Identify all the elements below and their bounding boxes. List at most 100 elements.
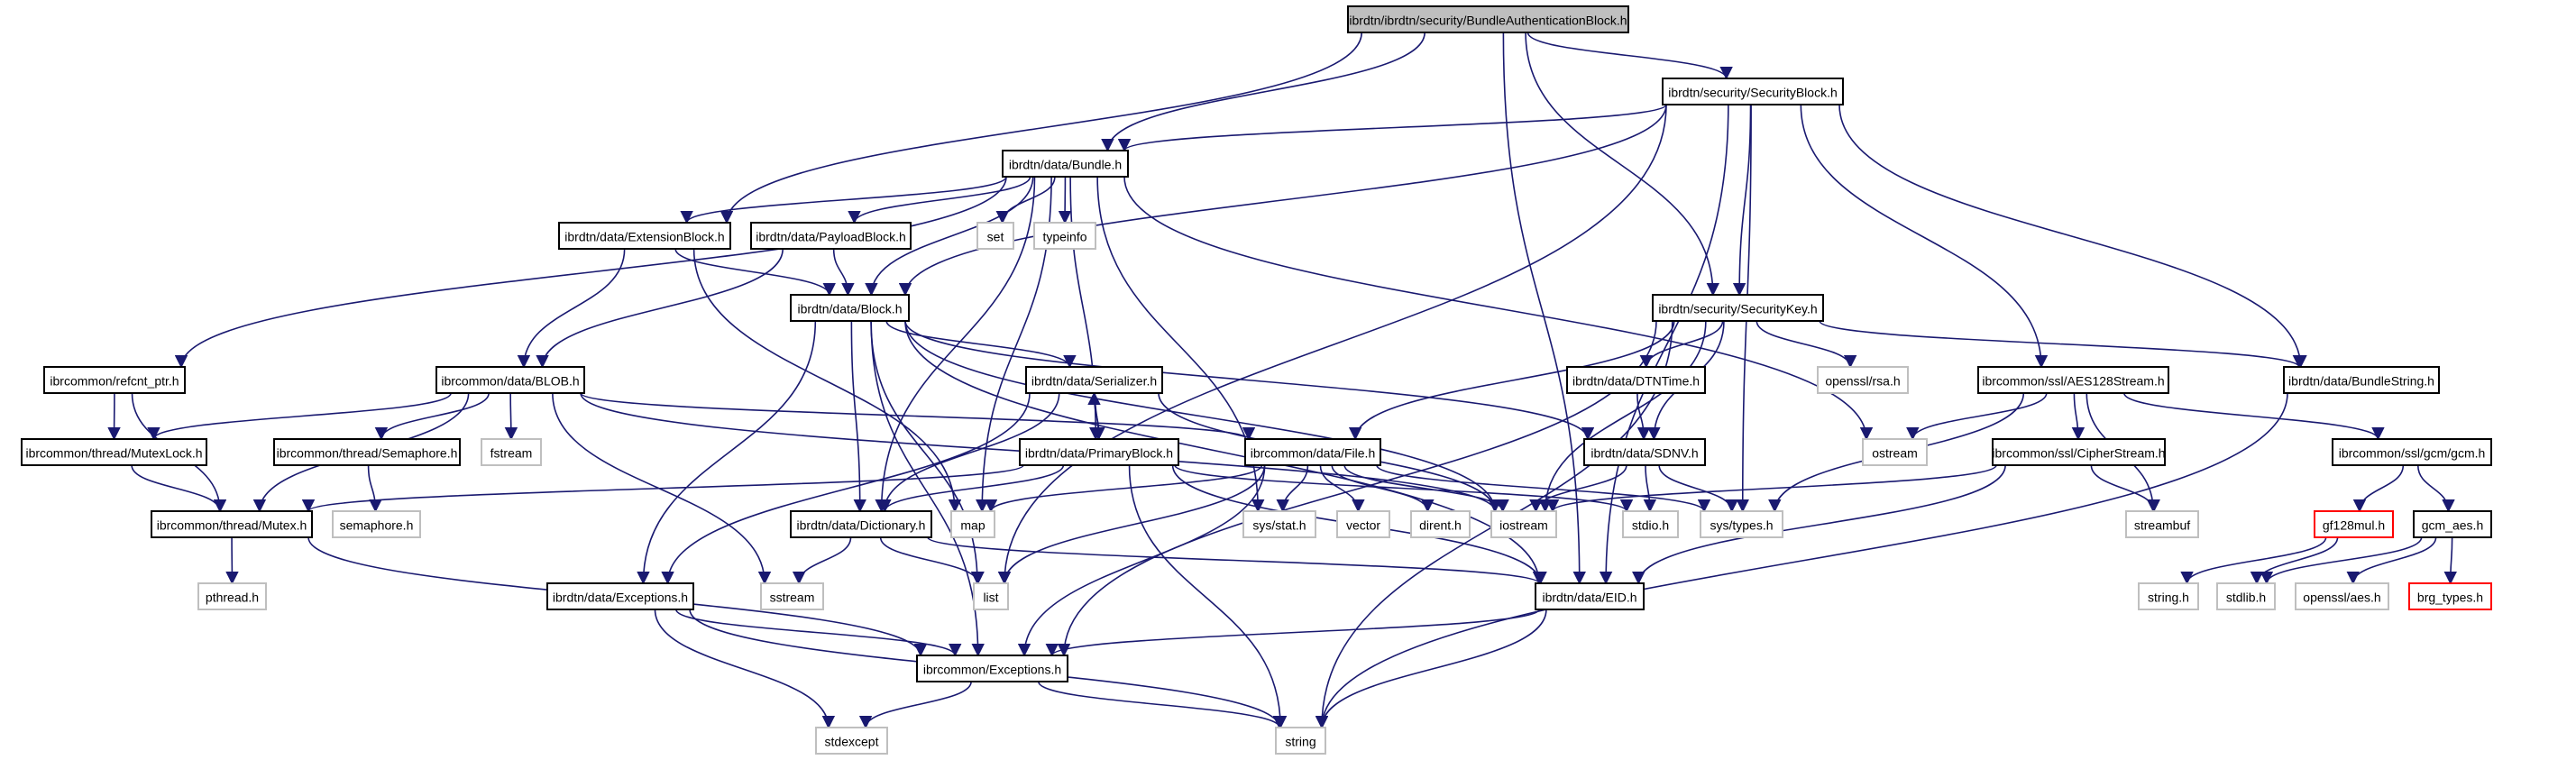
node-mutexlock[interactable]: ibrcommon/thread/MutexLock.h bbox=[21, 438, 207, 466]
node-label: openssl/rsa.h bbox=[1825, 374, 1900, 389]
node-blob[interactable]: ibrcommon/data/BLOB.h bbox=[435, 366, 585, 394]
node-box bbox=[2283, 366, 2440, 394]
node-semaphore[interactable]: ibrcommon/thread/Semaphore.h bbox=[273, 438, 461, 466]
edge-semaphore-to-semaphoreh bbox=[367, 464, 382, 513]
node-stdexcept: stdexcept bbox=[815, 727, 888, 755]
edge-file-to-dirent bbox=[1331, 464, 1435, 513]
node-label: brg_types.h bbox=[2417, 591, 2483, 605]
node-box bbox=[1410, 510, 1471, 538]
node-securitykey[interactable]: ibrdtn/security/SecurityKey.h bbox=[1652, 294, 1824, 322]
node-gcm[interactable]: ibrcommon/ssl/gcm/gcm.h bbox=[2332, 438, 2492, 466]
node-commonexceptions[interactable]: ibrcommon/Exceptions.h bbox=[916, 655, 1068, 682]
edge-blob-to-fstream bbox=[504, 392, 518, 441]
edge-root-to-extensionblock bbox=[720, 32, 1362, 224]
node-securityblock[interactable]: ibrdtn/security/SecurityBlock.h bbox=[1662, 78, 1844, 105]
node-stringh: string.h bbox=[2138, 582, 2199, 610]
node-systypes: sys/types.h bbox=[1700, 510, 1783, 538]
node-box bbox=[2216, 582, 2276, 610]
node-box bbox=[332, 510, 421, 538]
edge-dictionary-to-eid bbox=[927, 536, 1545, 585]
edge-primaryblock-to-stdio bbox=[1174, 464, 1633, 513]
node-box bbox=[546, 582, 694, 610]
edge-gf128mul-to-stdlib bbox=[2250, 536, 2339, 585]
edge-commonexceptions-to-stdexcept bbox=[858, 681, 972, 729]
node-box bbox=[558, 222, 731, 250]
node-box bbox=[790, 510, 932, 538]
edge-bundle-to-primaryblock bbox=[1069, 176, 1103, 441]
edge-block-to-serializer bbox=[885, 320, 1077, 369]
node-brgtypes[interactable]: brg_types.h bbox=[2408, 582, 2492, 610]
node-cipherstream[interactable]: ibrcommon/ssl/CipherStream.h bbox=[1992, 438, 2166, 466]
node-bundlestring[interactable]: ibrdtn/data/BundleString.h bbox=[2283, 366, 2440, 394]
node-serializer[interactable]: ibrdtn/data/Serializer.h bbox=[1025, 366, 1163, 394]
edge-gcm-to-gf128mul bbox=[2352, 464, 2405, 513]
node-opensslaes: openssl/aes.h bbox=[2295, 582, 2389, 610]
node-block[interactable]: ibrdtn/data/Block.h bbox=[790, 294, 910, 322]
edge-serializer-to-dtnexceptions bbox=[661, 392, 1031, 585]
node-extensionblock[interactable]: ibrdtn/data/ExtensionBlock.h bbox=[558, 222, 731, 250]
node-label: ibrdtn/ibrdtn/security/BundleAuthenticat… bbox=[1349, 14, 1627, 28]
node-bundle[interactable]: ibrdtn/data/Bundle.h bbox=[1002, 150, 1129, 178]
edge-primaryblock-to-string bbox=[1128, 464, 1288, 729]
edge-dtnexceptions-to-stdexcept bbox=[654, 609, 836, 729]
node-label: ibrdtn/security/SecurityBlock.h bbox=[1668, 86, 1838, 100]
node-gcmaes[interactable]: gcm_aes.h bbox=[2413, 510, 2492, 538]
node-label: ibrdtn/data/BundleString.h bbox=[2288, 374, 2434, 389]
node-dictionary[interactable]: ibrdtn/data/Dictionary.h bbox=[790, 510, 932, 538]
edge-gcmaes-to-brgtypes bbox=[2443, 536, 2457, 585]
node-aes128[interactable]: ibrcommon/ssl/AES128Stream.h bbox=[1977, 366, 2169, 394]
node-label: ibrdtn/data/Block.h bbox=[798, 302, 903, 316]
node-box bbox=[2125, 510, 2199, 538]
node-label: openssl/aes.h bbox=[2303, 591, 2380, 605]
edge-payloadblock-to-block bbox=[832, 248, 855, 297]
node-box bbox=[1862, 438, 1928, 466]
node-payloadblock[interactable]: ibrdtn/data/PayloadBlock.h bbox=[750, 222, 912, 250]
edge-extensionblock-to-block bbox=[674, 248, 836, 297]
node-label: stdexcept bbox=[825, 735, 879, 749]
edge-primaryblock-to-serializer bbox=[1087, 391, 1101, 440]
node-stdlib: stdlib.h bbox=[2216, 582, 2276, 610]
node-dtnexceptions[interactable]: ibrdtn/data/Exceptions.h bbox=[546, 582, 694, 610]
node-label: ostream bbox=[1872, 446, 1918, 461]
node-label: streambuf bbox=[2134, 518, 2190, 533]
edge-serializer-to-dictionary bbox=[877, 392, 1060, 513]
edge-securityblock-to-block bbox=[898, 104, 1667, 297]
node-box bbox=[1583, 438, 1706, 466]
node-sdnv[interactable]: ibrdtn/data/SDNV.h bbox=[1583, 438, 1706, 466]
edge-bundle-to-payloadblock bbox=[848, 176, 1031, 224]
edge-block-to-dtnexceptions bbox=[637, 320, 817, 585]
node-mutex[interactable]: ibrcommon/thread/Mutex.h bbox=[151, 510, 313, 538]
node-label: ibrdtn/data/Exceptions.h bbox=[553, 591, 688, 605]
node-label: gcm_aes.h bbox=[2422, 518, 2483, 533]
edge-dictionary-to-list bbox=[879, 536, 985, 585]
edge-aes128-to-gcm bbox=[2123, 392, 2385, 441]
node-dtntime[interactable]: ibrdtn/data/DTNTime.h bbox=[1566, 366, 1706, 394]
node-pthread: pthread.h bbox=[197, 582, 267, 610]
node-gf128mul[interactable]: gf128mul.h bbox=[2314, 510, 2394, 538]
node-primaryblock[interactable]: ibrdtn/data/PrimaryBlock.h bbox=[1019, 438, 1179, 466]
node-box bbox=[1019, 438, 1179, 466]
node-label: pthread.h bbox=[206, 591, 259, 605]
edge-blob-to-semaphore bbox=[374, 392, 490, 441]
edge-commonexceptions-to-string bbox=[1038, 681, 1287, 729]
edge-gf128mul-to-stringh bbox=[2180, 536, 2327, 585]
node-box bbox=[2295, 582, 2389, 610]
node-label: gf128mul.h bbox=[2323, 518, 2385, 533]
node-label: string.h bbox=[2148, 591, 2189, 605]
node-sysstat: sys/stat.h bbox=[1242, 510, 1316, 538]
node-eid[interactable]: ibrdtn/data/EID.h bbox=[1535, 582, 1645, 610]
node-semaphoreh: semaphore.h bbox=[332, 510, 421, 538]
node-box bbox=[1535, 582, 1645, 610]
node-file[interactable]: ibrcommon/data/File.h bbox=[1244, 438, 1381, 466]
node-label: ibrcommon/ssl/AES128Stream.h bbox=[1982, 374, 2164, 389]
edge-block-to-sdnv bbox=[904, 320, 1595, 441]
edge-bundle-to-dictionary bbox=[875, 176, 1036, 513]
edge-securitykey-to-dtntime bbox=[1639, 320, 1724, 369]
node-box bbox=[1025, 366, 1163, 394]
node-root[interactable]: ibrdtn/ibrdtn/security/BundleAuthenticat… bbox=[1347, 5, 1629, 33]
edge-root-to-bundle bbox=[1101, 32, 1426, 152]
edge-extensionblock-to-blob bbox=[517, 248, 626, 369]
node-refcnt[interactable]: ibrcommon/refcnt_ptr.h bbox=[43, 366, 186, 394]
node-label: set bbox=[987, 230, 1004, 244]
node-box bbox=[790, 294, 910, 322]
